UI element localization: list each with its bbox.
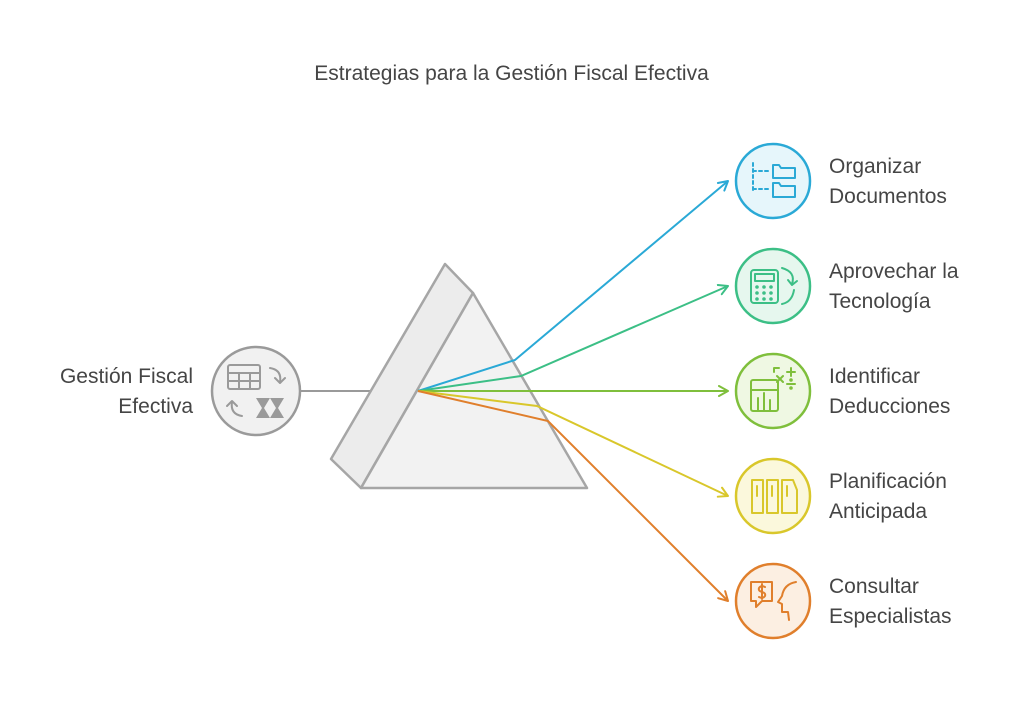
calculator-sync-icon bbox=[750, 267, 798, 305]
source-label-line2: Efectiva bbox=[118, 395, 193, 418]
output-label-deducciones: Identificar Deducciones bbox=[829, 362, 950, 422]
ray-tecnologia bbox=[417, 284, 729, 392]
columns-plan-icon bbox=[751, 479, 798, 514]
source-label-line1: Gestión Fiscal bbox=[59, 365, 193, 388]
tax-calculation-icon bbox=[226, 364, 286, 418]
output-node-deducciones bbox=[734, 352, 812, 430]
math-chart-icon bbox=[750, 367, 796, 412]
diagram-title: Estrategias para la Gestión Fiscal Efect… bbox=[314, 62, 709, 85]
output-label-line2: Especialistas bbox=[829, 605, 952, 628]
source-node bbox=[210, 345, 302, 437]
ray-especialistas bbox=[417, 390, 729, 602]
output-label-line1: Consultar bbox=[829, 575, 919, 598]
output-node-tecnologia bbox=[734, 247, 812, 325]
output-label-line2: Tecnología bbox=[829, 290, 931, 313]
output-label-line2: Anticipada bbox=[829, 500, 928, 523]
source-label: Gestión Fiscal Efectiva bbox=[60, 362, 193, 422]
ray-organizar bbox=[417, 180, 729, 392]
output-label-line1: Aprovechar la bbox=[829, 260, 959, 283]
output-label-line1: Identificar bbox=[829, 365, 921, 388]
output-node-especialistas bbox=[734, 562, 812, 640]
output-label-line1: Organizar bbox=[829, 155, 922, 178]
output-label-line2: Documentos bbox=[829, 185, 947, 208]
prism bbox=[329, 262, 589, 490]
output-label-line1: Planificación bbox=[829, 470, 947, 493]
folder-tree-icon bbox=[752, 162, 796, 198]
output-label-planificacion: Planificación Anticipada bbox=[829, 467, 947, 527]
ray-planificacion bbox=[417, 390, 729, 498]
output-label-line2: Deducciones bbox=[829, 395, 951, 418]
output-node-organizar bbox=[734, 142, 812, 220]
output-label-especialistas: Consultar Especialistas bbox=[829, 572, 952, 632]
output-node-planificacion bbox=[734, 457, 812, 535]
output-label-organizar: Organizar Documentos bbox=[829, 152, 947, 212]
advisor-dollar-icon bbox=[750, 581, 797, 621]
output-label-tecnologia: Aprovechar la Tecnología bbox=[829, 257, 959, 317]
